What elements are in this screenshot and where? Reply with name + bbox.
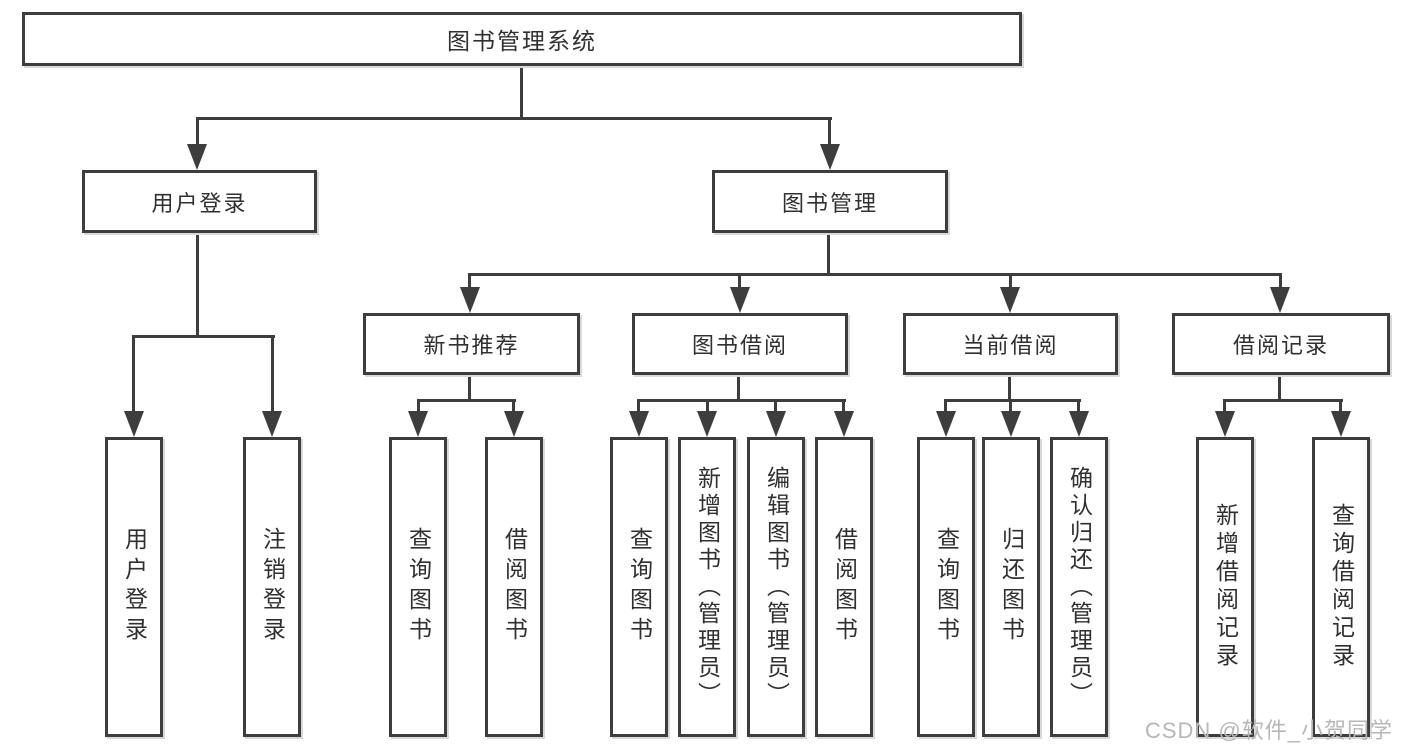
leaf-label: 查询图书: [626, 527, 653, 647]
connector-line: [637, 399, 640, 413]
arrowhead-down: [629, 411, 649, 437]
connector-line: [1077, 399, 1080, 413]
connector-line: [417, 399, 420, 413]
leaf-logout: 注销登录: [243, 437, 301, 737]
node-label: 新书推荐: [423, 333, 520, 358]
connector-line: [1339, 399, 1342, 413]
leaf-label: 查询图书: [405, 527, 432, 647]
connector-line: [706, 399, 709, 413]
arrowhead-down: [1331, 411, 1351, 437]
connector-line: [842, 399, 845, 413]
connector-line: [1223, 399, 1226, 413]
leaf-add-borrow-record: 新增借阅记录: [1196, 437, 1254, 737]
arrowhead-down: [766, 411, 786, 437]
connector-line: [468, 273, 1282, 276]
leaf-label: 编辑图书（管理员）: [763, 465, 790, 709]
node-current-borrowing: 当前借阅: [903, 313, 1118, 375]
leaf-recommend-borrow-books: 借阅图书: [485, 437, 543, 737]
connector-line: [417, 399, 516, 402]
node-label: 图书管理系统: [447, 28, 597, 54]
connector-line: [271, 335, 274, 413]
arrowhead-down: [1270, 287, 1290, 313]
arrowhead-down: [504, 411, 524, 437]
leaf-label: 用户登录: [121, 527, 148, 647]
leaf-borrowing-query-books: 查询图书: [610, 437, 668, 737]
node-label: 用户登录: [151, 190, 248, 216]
leaf-return-books: 归还图书: [982, 437, 1040, 737]
arrowhead-down: [187, 144, 207, 170]
watermark: CSDN @软件_小贺同学: [1144, 718, 1393, 743]
node-book-borrowing: 图书借阅: [632, 313, 848, 375]
connector-line: [196, 117, 832, 120]
node-label: 图书管理: [781, 190, 878, 216]
connector-line: [1009, 399, 1012, 413]
connector-line: [196, 233, 199, 337]
leaf-label: 确认归还（管理员）: [1066, 465, 1093, 709]
arrowhead-down: [1069, 411, 1089, 437]
connector-line: [1223, 399, 1343, 402]
leaf-query-borrow-record: 查询借阅记录: [1312, 437, 1370, 737]
connector-line: [737, 375, 740, 401]
arrowhead-down: [697, 411, 717, 437]
connector-line: [1009, 273, 1012, 289]
node-label: 图书借阅: [691, 333, 788, 358]
connector-line: [774, 399, 777, 413]
connector-line: [828, 117, 831, 146]
connector-line: [637, 399, 846, 402]
arrowhead-down: [124, 411, 144, 437]
arrowhead-down: [820, 144, 840, 170]
leaf-label: 查询图书: [933, 527, 960, 647]
leaf-user-login: 用户登录: [105, 437, 163, 737]
leaf-edit-books-admin: 编辑图书（管理员）: [747, 437, 805, 737]
leaf-borrowing-borrow-books: 借阅图书: [815, 437, 873, 737]
connector-line: [827, 233, 830, 275]
leaf-label: 注销登录: [259, 527, 286, 647]
node-new-book-recommend: 新书推荐: [363, 313, 580, 375]
leaf-label: 查询借阅记录: [1328, 503, 1355, 671]
node-borrowing-records: 借阅记录: [1172, 313, 1390, 375]
leaf-add-books-admin: 新增图书（管理员）: [678, 437, 736, 737]
arrowhead-down: [730, 287, 750, 313]
arrowhead-down: [1215, 411, 1235, 437]
connector-line: [1279, 273, 1282, 289]
connector-line: [512, 399, 515, 413]
leaf-label: 新增借阅记录: [1212, 503, 1239, 671]
node-book-management: 图书管理: [712, 170, 948, 233]
leaf-label: 归还图书: [998, 527, 1025, 647]
leaf-label: 新增图书（管理员）: [694, 465, 721, 709]
connector-line: [468, 273, 471, 289]
node-user-login: 用户登录: [82, 170, 317, 233]
node-label: 当前借阅: [962, 333, 1059, 358]
leaf-current-query-books: 查询图书: [917, 437, 975, 737]
connector-line: [1278, 375, 1281, 401]
connector-line: [468, 375, 471, 401]
leaf-recommend-query-books: 查询图书: [389, 437, 447, 737]
arrowhead-down: [408, 411, 428, 437]
arrowhead-down: [1000, 287, 1020, 313]
node-label: 借阅记录: [1232, 333, 1329, 358]
connector-line: [944, 399, 947, 413]
arrowhead-down: [1001, 411, 1021, 437]
arrowhead-down: [460, 287, 480, 313]
leaf-confirm-return-admin: 确认归还（管理员）: [1050, 437, 1108, 737]
connector-line: [944, 399, 1081, 402]
connector-line: [1008, 375, 1011, 401]
arrowhead-down: [834, 411, 854, 437]
connector-line: [132, 335, 135, 413]
connector-line: [196, 117, 199, 146]
node-library-management-system: 图书管理系统: [22, 12, 1022, 66]
connector-line: [738, 273, 741, 289]
arrowhead-down: [936, 411, 956, 437]
arrowhead-down: [262, 411, 282, 437]
connector-line: [520, 66, 523, 120]
leaf-label: 借阅图书: [501, 527, 528, 647]
leaf-label: 借阅图书: [831, 527, 858, 647]
connector-line: [132, 335, 275, 338]
